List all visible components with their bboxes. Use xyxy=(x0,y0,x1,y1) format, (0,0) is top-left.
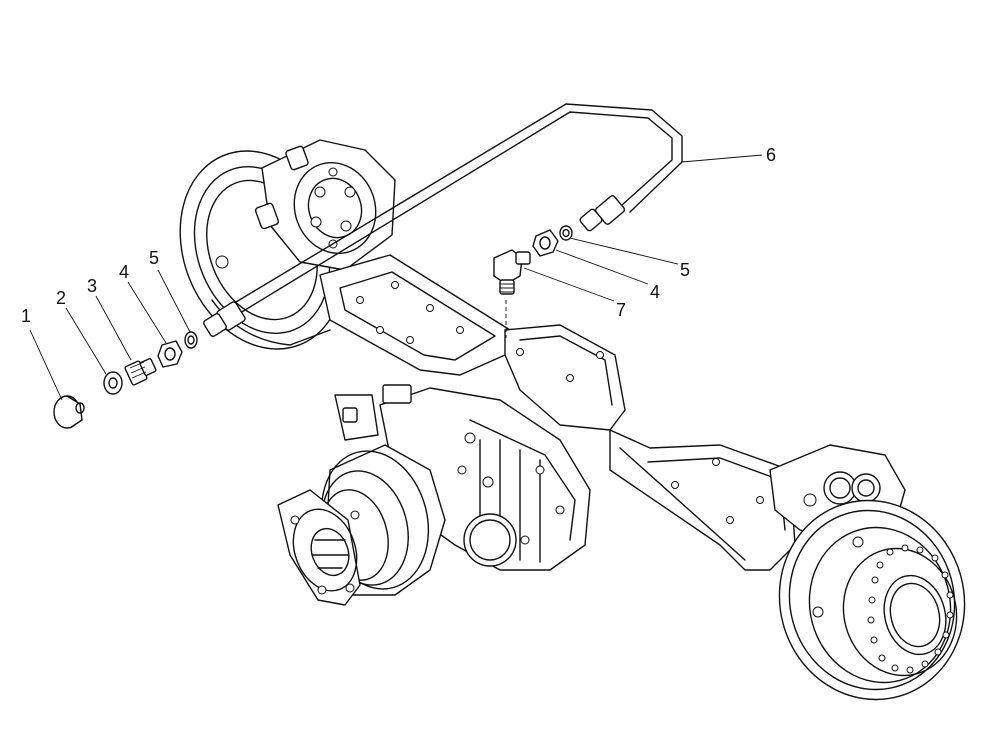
wheel-bolt-circle xyxy=(867,544,954,674)
part-1-cap xyxy=(53,395,85,429)
callout-7: 7 xyxy=(616,300,626,320)
leader-lines xyxy=(29,154,763,401)
callout-4-right: 4 xyxy=(650,282,660,302)
callout-3: 3 xyxy=(87,276,97,296)
callout-labels: 1 2 3 4 5 6 5 4 7 xyxy=(21,145,776,326)
callout-6: 6 xyxy=(766,145,776,165)
part-4-nut-left xyxy=(157,340,183,368)
callout-2: 2 xyxy=(56,288,66,308)
part-2-washer xyxy=(103,371,123,395)
differential-housing xyxy=(277,384,591,606)
callout-1: 1 xyxy=(21,306,31,326)
part-5-ring-right xyxy=(559,225,573,241)
callout-4-left: 4 xyxy=(119,262,129,282)
callout-5-right: 5 xyxy=(680,260,690,280)
part-7-banjo-bolt xyxy=(493,249,531,338)
brake-tube-part-6 xyxy=(203,103,683,337)
right-wheel-hub xyxy=(769,444,966,701)
part-3-fitting xyxy=(124,358,157,386)
callout-5-left: 5 xyxy=(149,248,159,268)
axle-beam xyxy=(319,254,796,571)
left-wheel-hub xyxy=(179,139,396,350)
part-4-nut-right xyxy=(532,229,559,257)
part-5-ring-left xyxy=(184,331,198,349)
